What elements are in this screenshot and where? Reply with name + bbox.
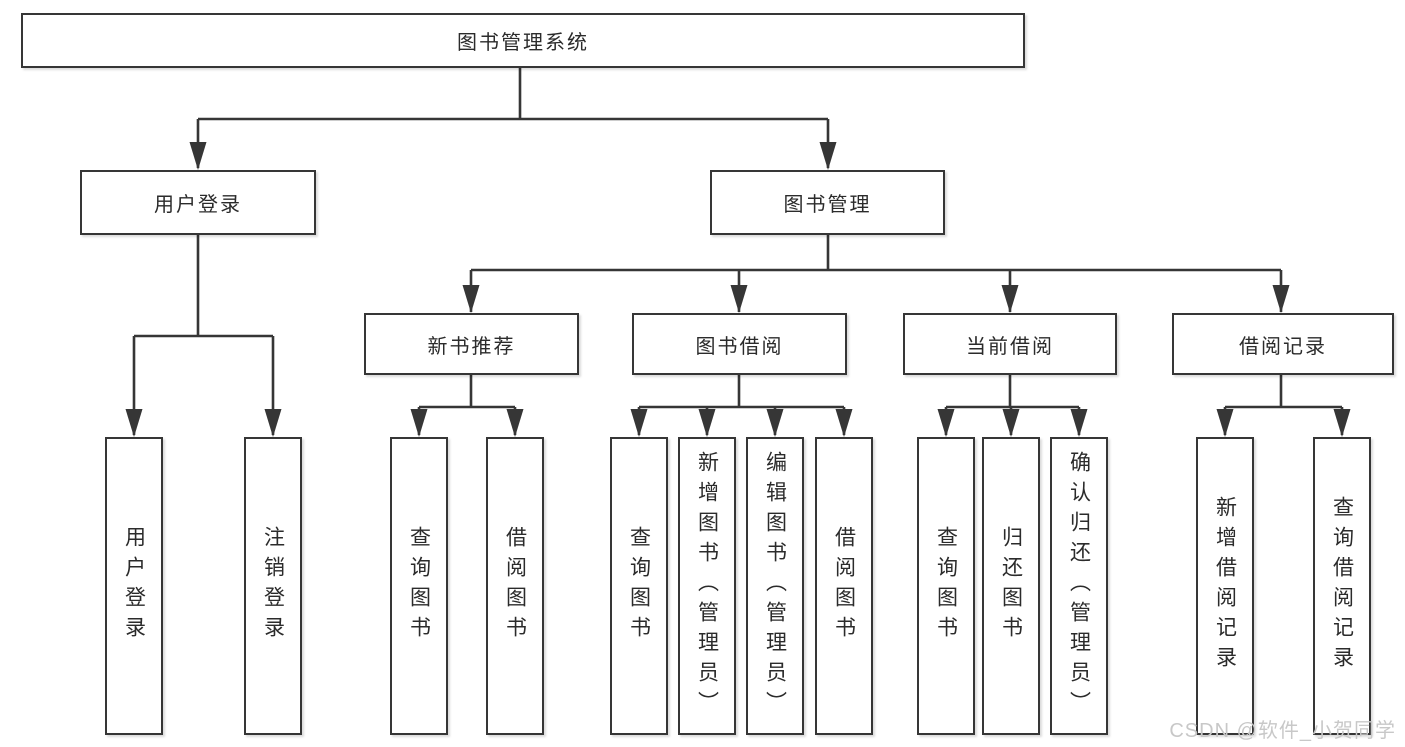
leaf-query-books-3-label: 查询图书 [934,526,958,646]
leaf-borrow-books-2: 借阅图书 [815,437,873,735]
node-new-book-recommend: 新书推荐 [364,313,579,375]
tree-edges [132,68,1344,435]
leaf-return-books-label: 归还图书 [999,526,1023,646]
node-current-borrowing: 当前借阅 [903,313,1117,375]
leaf-add-borrow-record-label: 新增借阅记录 [1213,496,1237,676]
leaf-user-login: 用户登录 [105,437,163,735]
leaf-query-books-2-label: 查询图书 [627,526,651,646]
leaf-logout-label: 注销登录 [261,526,285,646]
leaf-query-books-3: 查询图书 [917,437,975,735]
node-book-borrowing: 图书借阅 [632,313,847,375]
leaf-add-borrow-record: 新增借阅记录 [1196,437,1254,735]
watermark: CSDN @软件_小贺同学 [1169,720,1396,742]
node-user-login: 用户登录 [80,170,316,235]
leaf-add-book-admin: 新增图书（管理员） [678,437,736,735]
leaf-borrow-books-1-label: 借阅图书 [503,526,527,646]
leaf-add-book-admin-label: 新增图书（管理员） [695,451,719,721]
leaf-user-login-label: 用户登录 [122,526,146,646]
leaf-query-books-1-label: 查询图书 [407,526,431,646]
leaf-return-books: 归还图书 [982,437,1040,735]
leaf-logout: 注销登录 [244,437,302,735]
leaf-confirm-return-admin-label: 确认归还（管理员） [1067,451,1091,721]
leaf-borrow-books-1: 借阅图书 [486,437,544,735]
leaf-edit-book-admin: 编辑图书（管理员） [746,437,804,735]
leaf-borrow-books-2-label: 借阅图书 [832,526,856,646]
node-root: 图书管理系统 [21,13,1025,68]
node-book-management: 图书管理 [710,170,945,235]
leaf-query-borrow-record-label: 查询借阅记录 [1330,496,1354,676]
leaf-confirm-return-admin: 确认归还（管理员） [1050,437,1108,735]
leaf-query-books-2: 查询图书 [610,437,668,735]
leaf-query-borrow-record: 查询借阅记录 [1313,437,1371,735]
leaf-query-books-1: 查询图书 [390,437,448,735]
leaf-edit-book-admin-label: 编辑图书（管理员） [763,451,787,721]
node-borrowing-records: 借阅记录 [1172,313,1394,375]
